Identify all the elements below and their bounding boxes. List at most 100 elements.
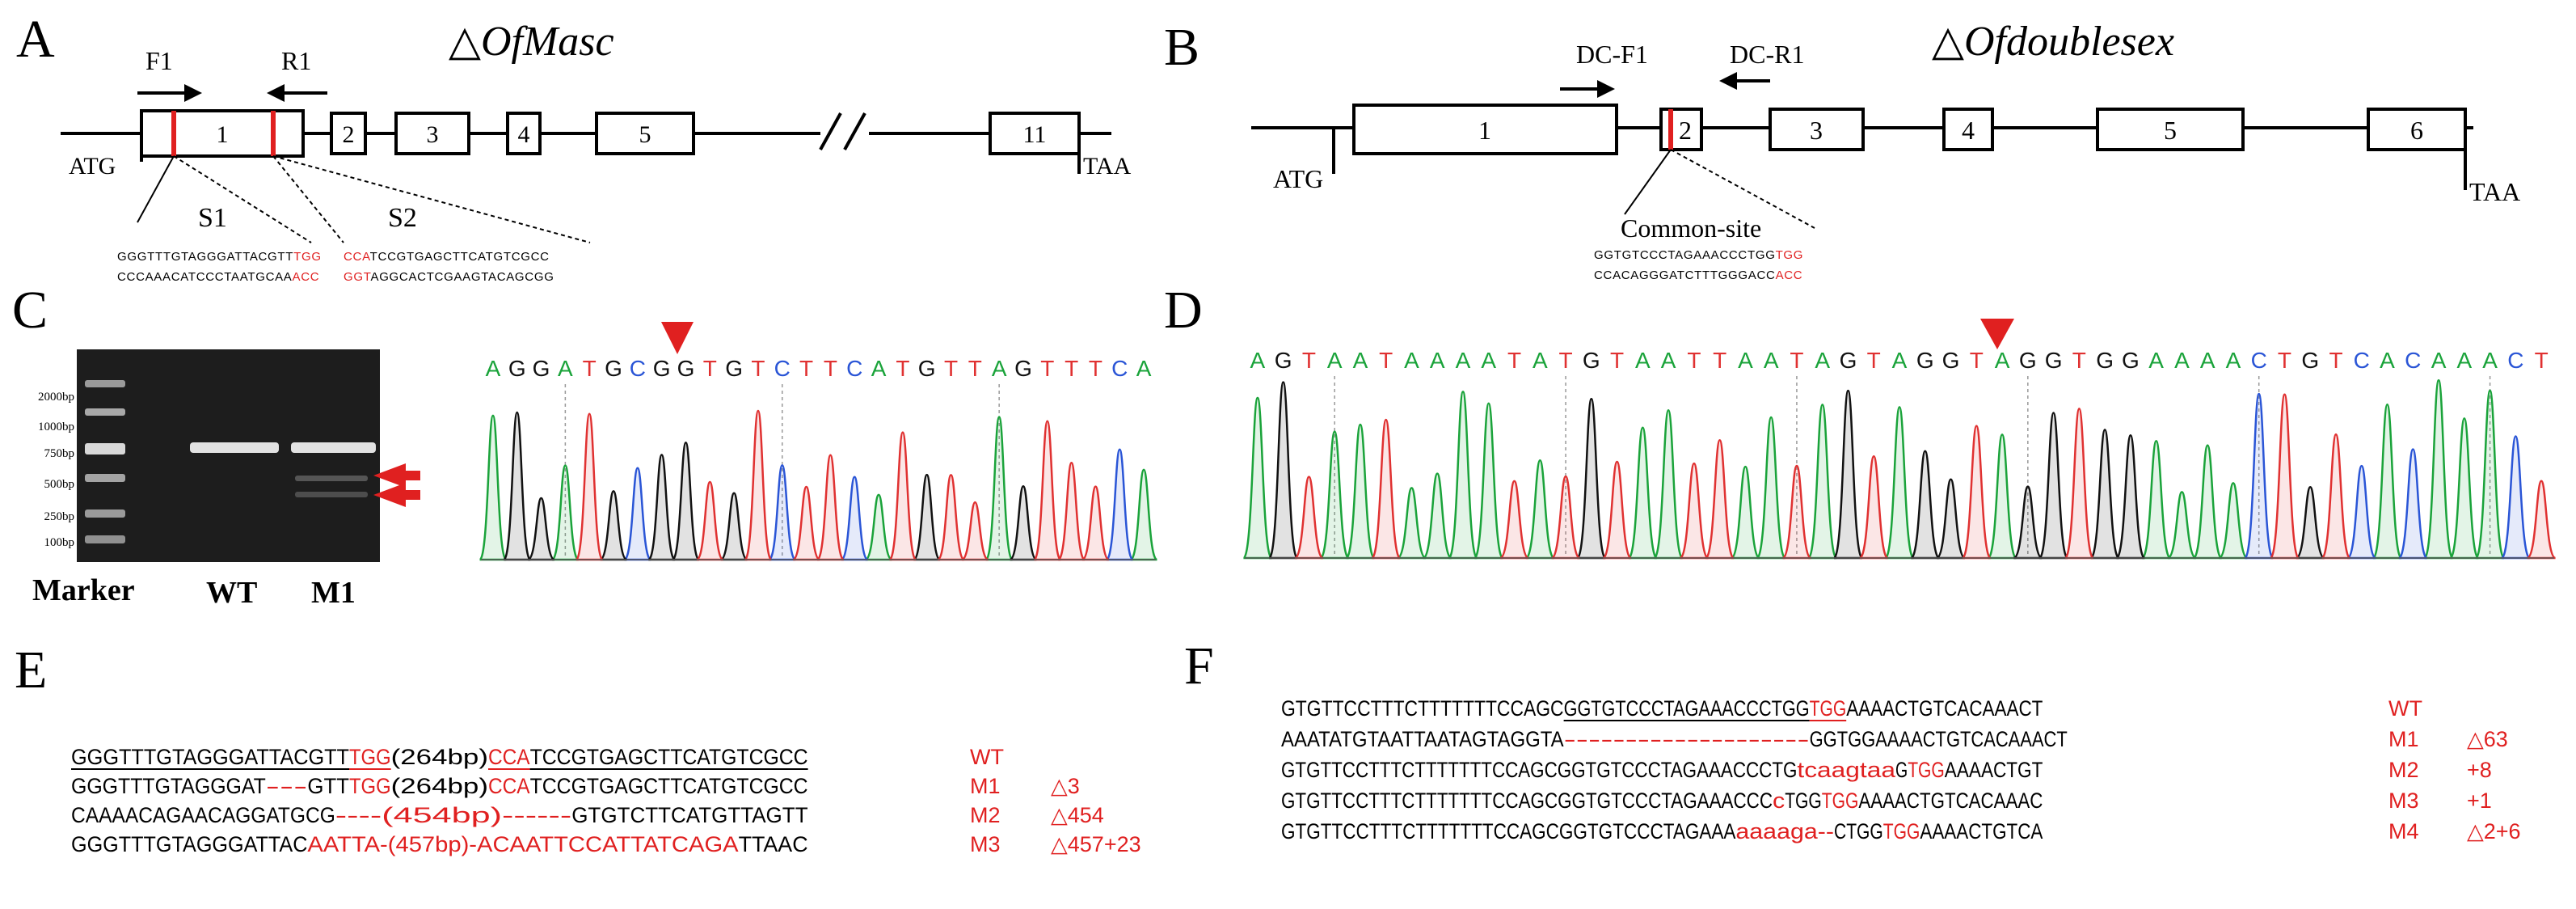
s1-label: S1 [198,203,227,233]
ladder-band-750 [85,443,125,454]
alignment-row-name: M2 [2388,758,2419,782]
trace-peak-T [1704,438,1735,560]
primer-f-arrowhead [184,84,202,102]
trace-peak-T [1293,476,1325,560]
base-call-letter: G [1840,348,1857,373]
common-bot-seq: CCACAGGGATCTTTGGGACCACC [1594,268,1802,282]
base-call-letter: T [1867,348,1881,373]
trace-peak-A [1524,459,1555,560]
common-zoom-line-left [1624,149,1672,215]
trace-peak-A [2423,379,2454,560]
trace-peak-T [744,409,773,561]
s1-bot: CCCAAACATCCCTAATGCAA [117,270,293,284]
alignment-seq-part: --- [266,774,308,798]
dsx-exon-2 [1659,108,1703,151]
base-call-letter: A [2148,348,2164,373]
panel-c-letter: C [12,281,48,340]
trace-peak-A [864,493,893,561]
s2-bot-pam: GGT [344,270,371,284]
trace-peak-G [527,497,555,561]
mutation-marker-c [661,322,694,354]
base-call-letter: T [968,356,982,381]
s2-zoom-line-left [272,155,344,243]
trace-peak-A [1653,409,1684,560]
base-call-letter: T [703,356,717,381]
base-call-letter: G [653,356,671,381]
trace-peak-T [1057,462,1086,561]
base-call-letter: T [1559,348,1573,373]
base-call-letter: A [1250,348,1266,373]
trace-peak-A [1242,396,1273,560]
dsx-primer-r-label: DC-R1 [1730,40,1804,69]
base-call-letter: A [1892,348,1908,373]
base-call-letter: A [1327,348,1343,373]
trace-peak-G [2115,434,2146,560]
panel-e-letter: E [15,641,47,700]
trace-peak-G [671,441,701,561]
s1-bot-pam: ACC [293,270,320,284]
s1-zoom-line-left [137,155,175,223]
masc-title: △OfMasc [449,19,614,65]
base-call-letter: A [558,356,573,381]
s1-top-pam: TGG [293,250,322,264]
alignment-row-name: WT [970,745,1004,769]
trace-peak-A [1448,391,1478,560]
trace-peak-G [1832,389,1864,560]
trace-peak-A [1884,406,1915,560]
trace-peak-G [2013,485,2043,560]
base-call-letter: A [2226,348,2241,373]
base-call-letter: C [2405,348,2421,373]
dsx-exon-5-label: 5 [2164,116,2177,145]
base-call-letter: T [2278,348,2291,373]
red-arrow-lower [373,483,420,507]
ladder-label-2000: 2000bp [38,391,74,404]
trace-peak-C [2397,448,2428,560]
common-site-label: Common-site [1621,214,1761,243]
alignment-seq-part: (264bp) [391,774,488,798]
trace-peak-G [1009,485,1038,561]
trace-peak-T [791,485,821,561]
dsx-exon-3 [1769,108,1865,151]
alignment-seq-part: AAAACTGTCA [1920,819,2043,843]
panel-f-letter: F [1184,636,1214,695]
panel-b-letter: B [1164,18,1199,77]
base-call-letter: A [2200,348,2216,373]
alignment-seq-part: ----(454bp)------ [335,803,571,827]
masc-start-label: ATG [69,153,116,180]
alignment-seq-part: CCA [488,745,530,769]
trace-peak-T [695,480,724,561]
masc-exon-11 [989,112,1081,155]
alignment-row-name: M4 [2388,819,2419,843]
base-call-letter: G [1275,348,1292,373]
alignment-row-change: △454 [1051,803,1104,827]
base-call-letter: T [1687,348,1701,373]
alignment-seq-part: c [1773,789,1785,813]
base-call-letter: C [774,356,791,381]
base-call-letter: A [1481,348,1496,373]
trace-peak-A [1474,402,1504,560]
trace-peak-A [1319,430,1350,560]
masc-exon-5 [595,112,695,155]
s1-zoom-line-right [173,155,312,243]
ladder-band-500 [85,474,125,482]
base-call-letter: C [2251,348,2267,373]
alignment-row-change: △457+23 [1051,832,1141,856]
trace-peak-A [2474,389,2506,560]
alignment-seq-part: aaaaga-- [1735,819,1834,843]
trace-peak-G [913,473,942,561]
trace-peak-A [1345,423,1376,560]
dsx-exon-3-label: 3 [1810,116,1823,145]
primer-r-label: R1 [281,46,311,75]
trace-peak-T [1499,480,1530,560]
alignment-seq-part: TGG [349,774,391,798]
trace-peak-T [2064,408,2095,560]
common-bot-pam: ACC [1776,268,1803,282]
common-bot: CCACAGGGATCTTTGGGACC [1594,268,1776,282]
